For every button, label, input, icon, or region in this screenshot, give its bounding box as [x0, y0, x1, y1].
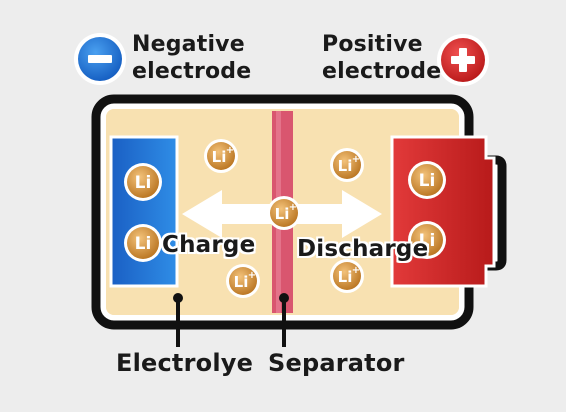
lithium-ion: Li+	[226, 264, 260, 298]
negative-electrode	[109, 135, 179, 288]
lithium-atom: Li	[124, 224, 162, 262]
discharge-label: Discharge	[297, 236, 429, 262]
ion-charge-sign: +	[248, 270, 256, 281]
lithium-atom: Li	[124, 163, 162, 201]
positive-electrode-label: Positive electrode	[322, 32, 442, 84]
lithium-atom: Li	[408, 221, 446, 259]
ion-symbol: Li	[212, 148, 227, 166]
ion-symbol: Li	[419, 171, 436, 191]
ion-symbol: Li	[419, 231, 436, 251]
electrolyte-label: Electrolye	[116, 349, 254, 377]
ion-symbol: Li	[275, 205, 290, 223]
lithium-ion: Li+	[330, 259, 364, 293]
ion-symbol: Li	[338, 268, 353, 286]
minus-circle-icon	[74, 33, 126, 85]
charge-label: Charge	[162, 232, 256, 258]
ion-charge-sign: +	[352, 154, 360, 165]
ion-symbol: Li	[234, 273, 249, 291]
leader-lines	[173, 293, 289, 347]
ion-symbol: Li	[135, 173, 152, 193]
ion-charge-sign: +	[226, 145, 234, 156]
lithium-ion: Li+	[267, 196, 301, 230]
negative-electrode-label: Negative electrode	[132, 32, 252, 84]
ion-symbol: Li	[338, 157, 353, 175]
ion-symbol: Li	[135, 234, 152, 254]
plus-circle-icon	[437, 34, 489, 86]
ion-charge-sign: +	[352, 265, 360, 276]
positive-electrode	[390, 135, 496, 288]
ion-charge-sign: +	[289, 202, 297, 213]
separator-label: Separator	[268, 349, 405, 377]
lithium-ion: Li+	[204, 139, 238, 173]
lithium-ion: Li+	[330, 148, 364, 182]
lithium-atom: Li	[408, 161, 446, 199]
